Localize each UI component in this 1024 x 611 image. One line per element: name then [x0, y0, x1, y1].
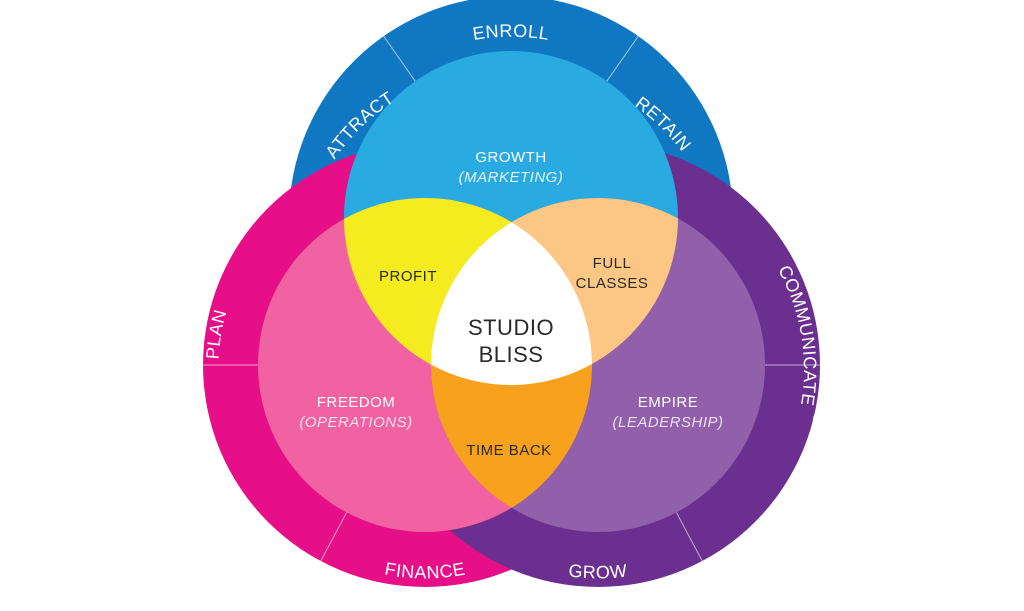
ring-divider-line — [675, 512, 703, 562]
center-label-line-1: STUDIO — [468, 315, 554, 340]
growth-title: GROWTH — [475, 149, 546, 166]
freedom-title: FREEDOM — [317, 394, 396, 411]
center-label: STUDIO BLISS — [468, 315, 554, 367]
circle-labels: GROWTH (MARKETING) FREEDOM (OPERATIONS) … — [299, 149, 723, 431]
center-studio-bliss — [431, 198, 592, 385]
overlap-labels: PROFIT FULL CLASSES TIME BACK — [379, 255, 648, 459]
growth-subtitle: (MARKETING) — [459, 169, 564, 186]
ring-divider-line — [320, 512, 348, 562]
empire-title: EMPIRE — [638, 394, 699, 411]
full-classes-label-line-1: FULL — [593, 255, 632, 272]
center-label-line-2: BLISS — [479, 342, 544, 367]
full-classes-label-line-2: CLASSES — [576, 275, 649, 292]
ring-label-finance: FINANCE — [383, 559, 466, 583]
freedom-subtitle: (OPERATIONS) — [299, 414, 412, 431]
empire-subtitle: (LEADERSHIP) — [612, 414, 723, 431]
ring-divider-line — [383, 35, 416, 82]
time-back-label: TIME BACK — [466, 442, 551, 459]
ring-label-grow: GROW — [568, 560, 629, 582]
profit-label: PROFIT — [379, 268, 437, 285]
outer-ring-dividers — [203, 35, 820, 562]
ring-label-enroll: ENROLL — [471, 21, 551, 44]
ring-divider-line — [606, 35, 639, 82]
